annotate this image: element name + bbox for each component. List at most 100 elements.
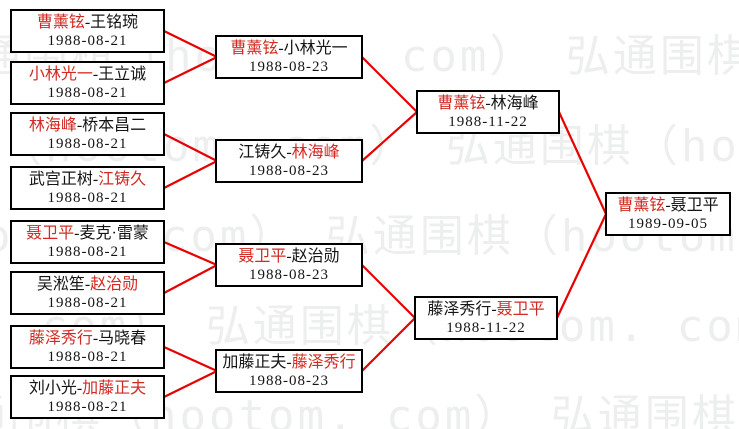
match-players: 聂卫平-赵治勋 [217, 247, 361, 266]
match-box-r2m2: 江铸久-林海峰 1988-08-23 [215, 139, 363, 183]
match-date: 1988-08-21 [47, 190, 128, 206]
match-date: 1988-08-23 [249, 373, 329, 389]
player1-name: 江铸久 [238, 144, 287, 161]
player2-name: 江铸久 [98, 171, 147, 188]
connector-line [556, 213, 607, 319]
player1-name: 曹薰铉 [230, 40, 279, 57]
player2-name: 加藤正夫 [82, 380, 147, 397]
connector-line [558, 111, 607, 215]
player1-name: 加藤正夫 [222, 354, 287, 371]
match-players: 藤泽秀行-聂卫平 [416, 300, 556, 319]
connector-line [361, 317, 416, 372]
name-separator: - [92, 171, 99, 188]
player2-name: 赵治勋 [291, 248, 340, 265]
match-date: 1988-11-22 [448, 114, 528, 130]
player1-name: 聂卫平 [238, 248, 287, 265]
match-players: 江铸久-林海峰 [217, 143, 361, 162]
connector-line [163, 370, 218, 398]
match-players: 曹薰铉-聂卫平 [607, 196, 729, 215]
name-separator: - [491, 301, 497, 318]
match-players: 聂卫平-麦克·雷蒙 [12, 224, 163, 243]
match-players: 刘小光-加藤正夫 [12, 379, 163, 398]
match-date: 1988-08-21 [47, 136, 128, 152]
connector-line [361, 56, 418, 113]
match-box-r2m3: 聂卫平-赵治勋 1988-08-23 [215, 243, 363, 287]
name-separator: - [76, 380, 83, 397]
player2-name: 林海峰 [490, 95, 539, 112]
match-players: 曹薰铉-小林光一 [217, 39, 361, 58]
name-separator: - [84, 14, 91, 31]
player2-name: 王立诚 [98, 66, 147, 83]
match-players: 藤泽秀行-马晓春 [12, 329, 163, 348]
player2-name: 王铭琬 [90, 14, 139, 31]
connector-line [163, 133, 218, 162]
name-separator: - [76, 117, 83, 134]
name-separator: - [278, 40, 284, 57]
match-date: 1988-08-21 [47, 33, 128, 49]
match-box-sf2: 藤泽秀行-聂卫平 1988-11-22 [414, 296, 558, 340]
name-separator: - [485, 95, 491, 112]
name-separator: - [92, 330, 99, 347]
match-players: 林海峰-桥本昌二 [12, 116, 163, 135]
match-players: 曹薰铉-王铭琬 [12, 13, 163, 32]
match-date: 1988-08-23 [249, 59, 329, 75]
match-date: 1988-08-21 [47, 399, 128, 415]
player2-name: 桥本昌二 [82, 117, 147, 134]
match-date: 1988-08-21 [47, 295, 128, 311]
match-box-sf1: 曹薰铉-林海峰 1988-11-22 [416, 90, 560, 134]
player2-name: 聂卫平 [496, 301, 545, 318]
player1-name: 曹薰铉 [437, 95, 486, 112]
match-box-r1m3: 林海峰-桥本昌二 1988-08-21 [10, 112, 165, 156]
player1-name: 聂卫平 [26, 225, 75, 242]
player2-name: 马晓春 [98, 330, 147, 347]
player1-name: 藤泽秀行 [28, 330, 93, 347]
name-separator: - [286, 248, 292, 265]
player2-name: 赵治勋 [90, 276, 139, 293]
match-box-final: 曹薰铉-聂卫平 1989-09-05 [605, 192, 731, 236]
match-date: 1988-08-23 [249, 163, 329, 179]
match-box-r1m8: 刘小光-加藤正夫 1988-08-21 [10, 375, 165, 419]
match-box-r1m5: 聂卫平-麦克·雷蒙 1988-08-21 [10, 220, 165, 264]
match-players: 吴淞笙-赵治勋 [12, 275, 163, 294]
match-players: 加藤正夫-藤泽秀行 [217, 353, 361, 372]
player1-name: 曹薰铉 [617, 197, 666, 214]
match-box-r2m4: 加藤正夫-藤泽秀行 1988-08-23 [215, 349, 363, 393]
match-box-r1m6: 吴淞笙-赵治勋 1988-08-21 [10, 271, 165, 315]
match-players: 曹薰铉-林海峰 [418, 94, 558, 113]
connector-line [163, 160, 218, 189]
connector-line [163, 264, 218, 294]
match-date: 1988-08-21 [47, 244, 128, 260]
match-players: 武宫正树-江铸久 [12, 170, 163, 189]
player2-name: 聂卫平 [670, 197, 719, 214]
match-date: 1988-08-21 [47, 85, 128, 101]
connector-line [361, 111, 418, 162]
match-players: 小林光一-王立诚 [12, 65, 163, 84]
name-separator: - [84, 276, 91, 293]
player2-name: 林海峰 [291, 144, 340, 161]
name-separator: - [286, 144, 292, 161]
match-date: 1988-08-23 [249, 267, 329, 283]
match-date: 1989-09-05 [628, 216, 708, 232]
connector-line [163, 56, 218, 84]
name-separator: - [286, 354, 292, 371]
player2-name: 藤泽秀行 [291, 354, 356, 371]
player1-name: 小林光一 [28, 66, 93, 83]
match-box-r1m1: 曹薰铉-王铭琬 1988-08-21 [10, 9, 165, 53]
player1-name: 刘小光 [28, 380, 77, 397]
name-separator: - [665, 197, 671, 214]
connector-line [163, 30, 218, 58]
match-box-r1m7: 藤泽秀行-马晓春 1988-08-21 [10, 325, 165, 369]
match-date: 1988-08-21 [47, 349, 128, 365]
match-box-r1m2: 小林光一-王立诚 1988-08-21 [10, 61, 165, 105]
player1-name: 藤泽秀行 [427, 301, 492, 318]
player2-name: 小林光一 [283, 40, 348, 57]
connector-line [361, 264, 416, 319]
match-box-r2m1: 曹薰铉-小林光一 1988-08-23 [215, 35, 363, 79]
name-separator: - [74, 225, 80, 242]
name-separator: - [92, 66, 99, 83]
player2-name: 麦克·雷蒙 [79, 225, 149, 242]
connector-line [163, 240, 218, 267]
player1-name: 武宫正树 [28, 171, 93, 188]
